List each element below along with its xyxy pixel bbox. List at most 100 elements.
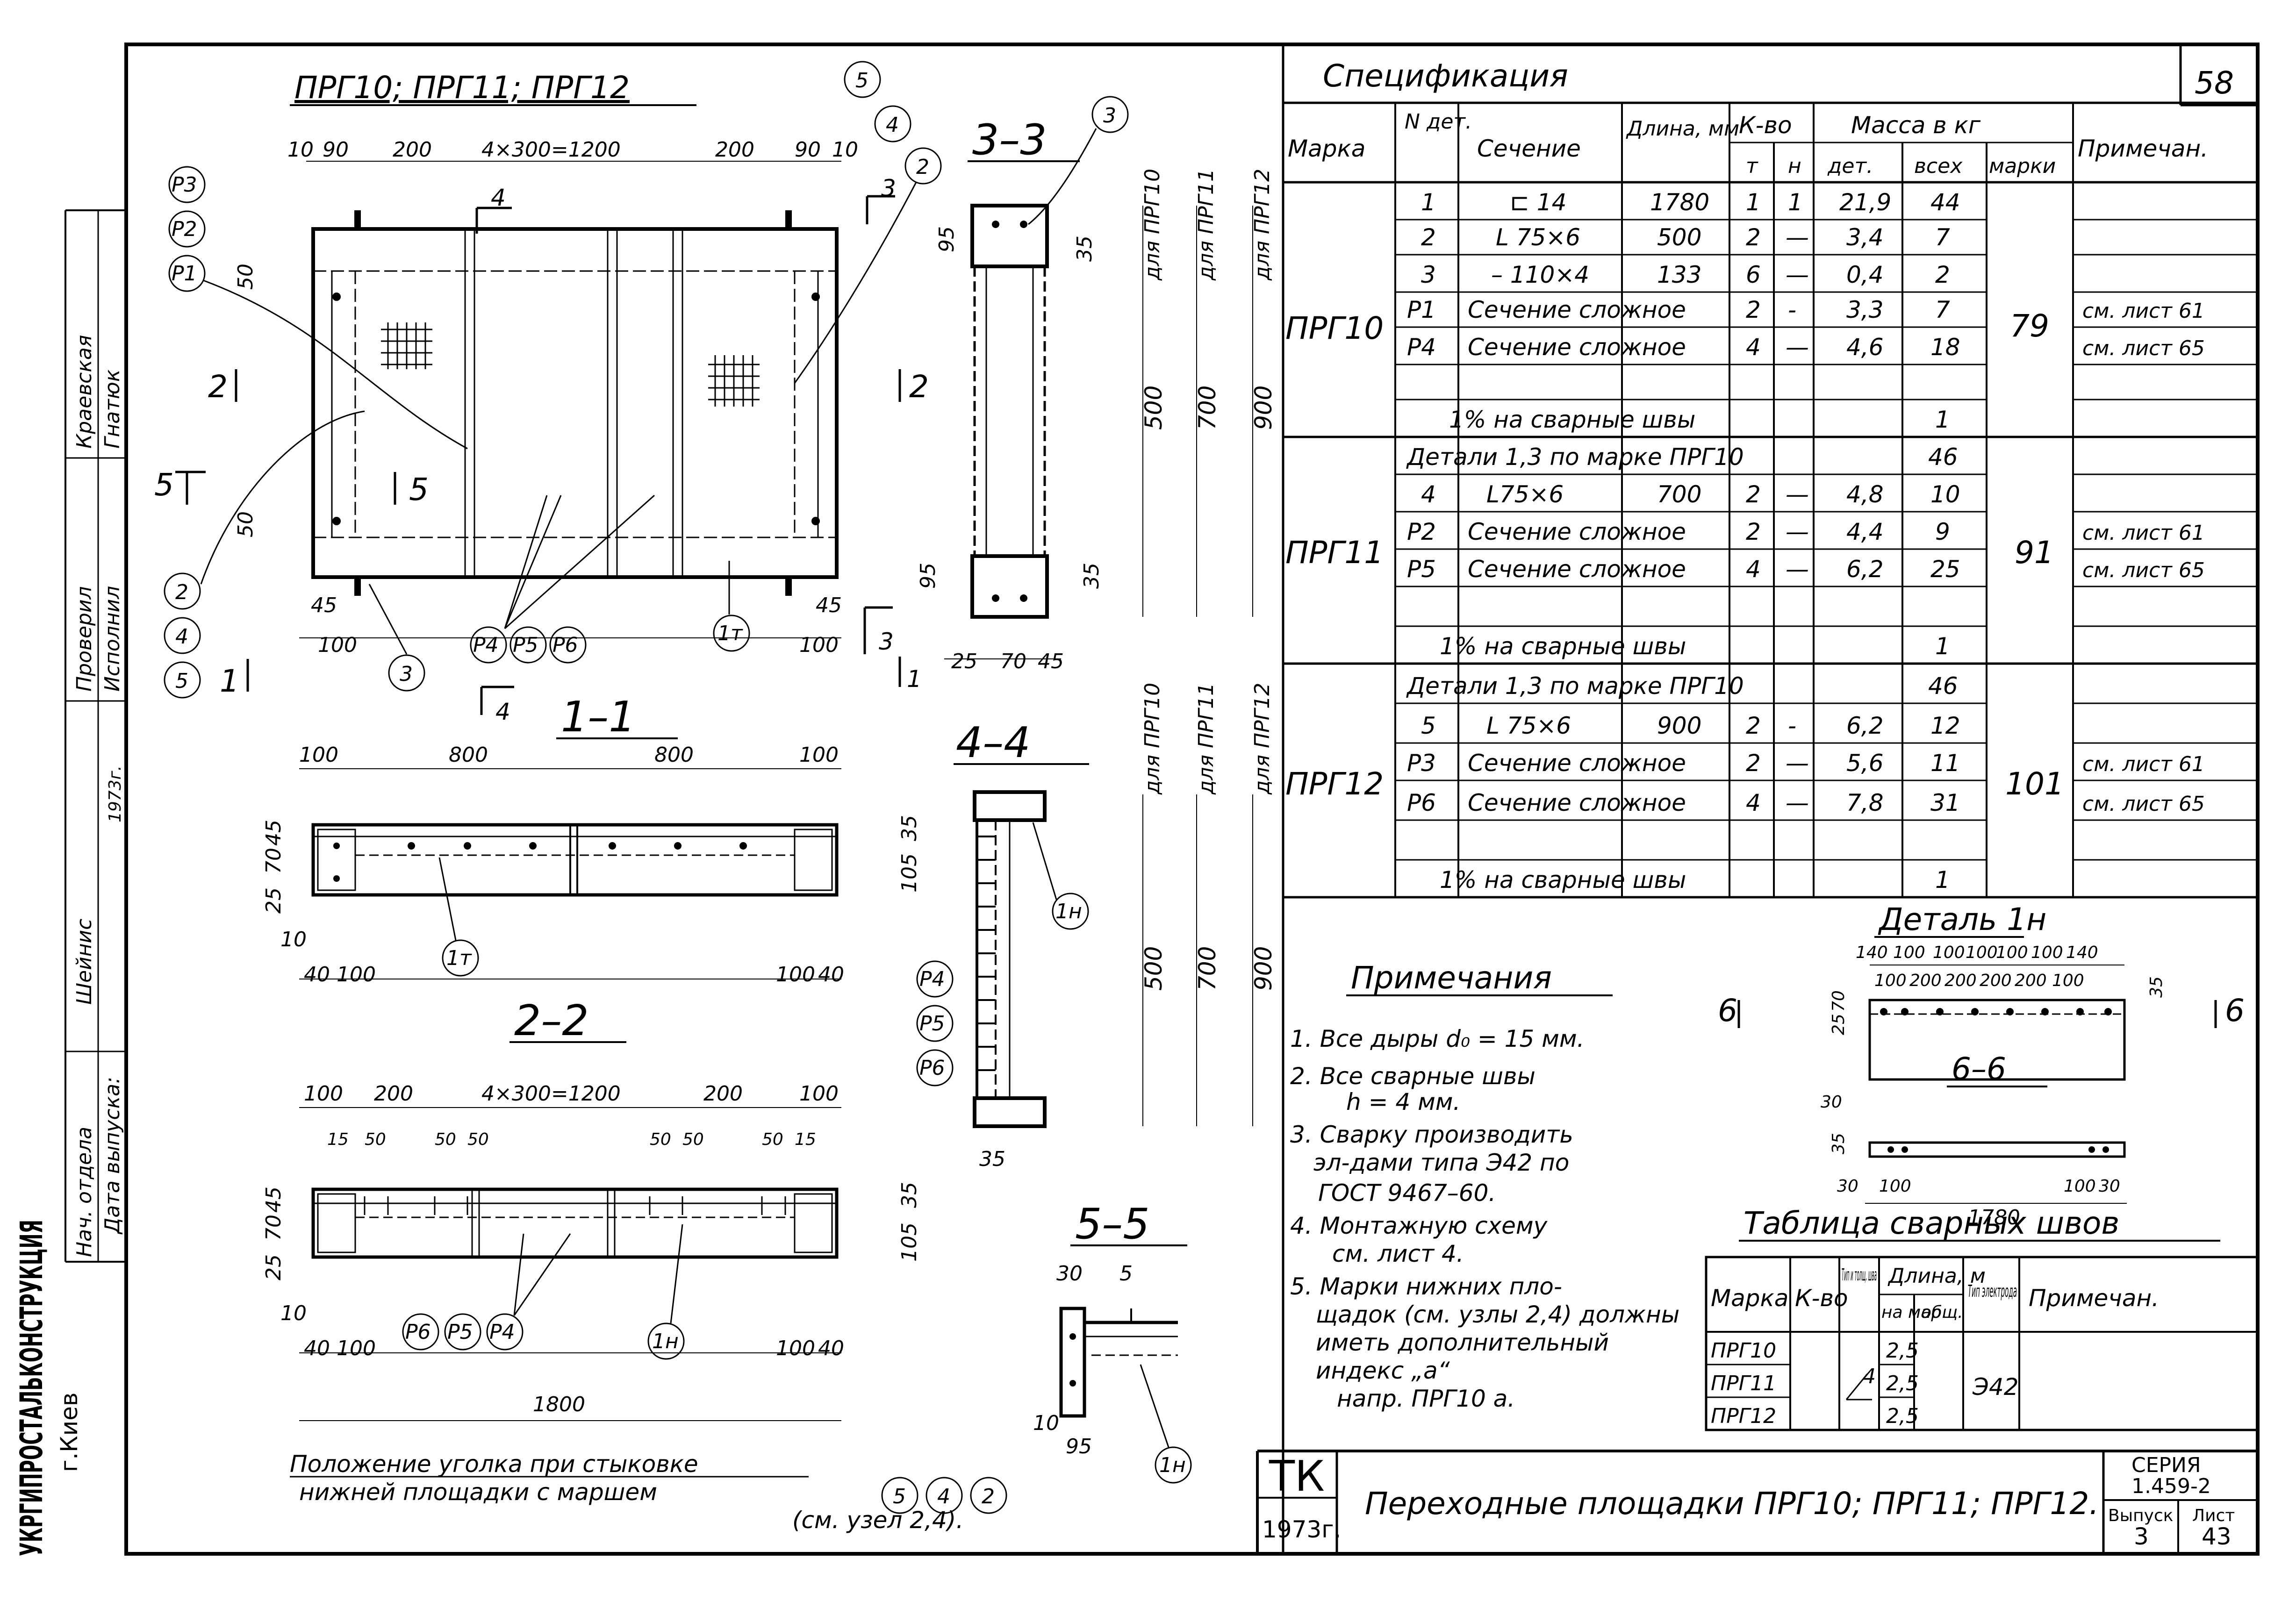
- svg-text:К-во: К-во: [1795, 1285, 1848, 1312]
- svg-text:ПРГ11: ПРГ11: [1711, 1372, 1776, 1395]
- svg-text:4,4: 4,4: [1846, 518, 1884, 545]
- svg-text:ПРГ11: ПРГ11: [1285, 535, 1384, 571]
- svg-text:100: 100: [776, 963, 815, 986]
- spec-title: Спецификация: [1323, 58, 1568, 94]
- svg-text:1.459-2: 1.459-2: [2131, 1474, 2211, 1498]
- svg-text:900: 900: [1657, 712, 1701, 739]
- svg-text:(см. узел 2,4).: (см. узел 2,4).: [792, 1507, 963, 1534]
- svg-text:45: 45: [1038, 650, 1064, 673]
- svg-text:Р2: Р2: [172, 217, 197, 241]
- svg-text:1: 1: [1788, 189, 1803, 216]
- stamp-role-executed: Исполнил: [100, 586, 124, 692]
- svg-text:70: 70: [1829, 990, 1848, 1012]
- svg-text:50: 50: [234, 264, 258, 290]
- svg-text:-: -: [1788, 296, 1796, 323]
- svg-text:Длина, м: Длина, м: [1887, 1264, 1986, 1288]
- svg-text:4: 4: [1746, 334, 1761, 361]
- svg-text:90: 90: [795, 138, 821, 162]
- svg-text:1: 1: [1935, 866, 1950, 893]
- svg-text:2: 2: [1746, 518, 1761, 545]
- svg-text:10: 10: [280, 1301, 307, 1325]
- section-1-1-title: 1–1: [561, 693, 636, 742]
- svg-text:Сечение сложное: Сечение сложное: [1468, 296, 1686, 323]
- svg-text:Масса в кг: Масса в кг: [1851, 112, 1981, 139]
- svg-text:см. лист 61: см. лист 61: [2082, 299, 2205, 323]
- stamp-year: 1973г.: [106, 765, 125, 822]
- svg-text:100: 100: [1966, 943, 1998, 962]
- svg-text:35: 35: [897, 1182, 921, 1208]
- svg-text:500: 500: [1657, 224, 1701, 251]
- svg-text:2: 2: [1746, 750, 1761, 777]
- svg-text:100: 100: [799, 1082, 839, 1106]
- svg-text:Выпуск: Выпуск: [2108, 1506, 2174, 1525]
- svg-text:1: 1: [1746, 189, 1761, 216]
- svg-text:Р2: Р2: [1407, 518, 1436, 545]
- svg-text:9: 9: [1935, 518, 1950, 545]
- svg-text:44: 44: [1930, 189, 1960, 216]
- svg-text:ПРГ12: ПРГ12: [1285, 766, 1384, 802]
- svg-text:1: 1: [1935, 406, 1950, 433]
- svg-text:50: 50: [435, 1130, 456, 1149]
- svg-text:200: 200: [1909, 971, 1942, 990]
- svg-text:Р4: Р4: [473, 633, 499, 657]
- angle-note: Положение уголка при стыковке нижней пло…: [290, 1451, 1007, 1534]
- svg-text:1т: 1т: [718, 622, 743, 645]
- svg-text:для ПРГ10: для ПРГ10: [1141, 683, 1164, 795]
- org-code: ТК: [1269, 1452, 1325, 1501]
- svg-text:800: 800: [654, 743, 694, 767]
- svg-text:Р5: Р5: [1407, 556, 1436, 583]
- svg-text:5: 5: [154, 467, 174, 503]
- svg-text:5: 5: [1421, 712, 1436, 739]
- svg-text:50: 50: [234, 511, 258, 537]
- stamp-city: г.Киев: [56, 1393, 83, 1472]
- svg-text:Примечан.: Примечан.: [2029, 1285, 2159, 1312]
- svg-text:⊏ 14: ⊏ 14: [1510, 189, 1566, 216]
- svg-text:Марка: Марка: [1711, 1285, 1788, 1312]
- svg-text:46: 46: [1928, 443, 1958, 471]
- svg-text:6: 6: [1746, 261, 1761, 288]
- detail-section-title: 6–6: [1952, 1051, 2006, 1087]
- svg-text:35: 35: [979, 1147, 1005, 1171]
- svg-text:100: 100: [1874, 971, 1907, 990]
- svg-text:2: 2: [982, 1485, 995, 1508]
- svg-text:см. лист 65: см. лист 65: [2082, 336, 2205, 360]
- svg-text:Детали 1,3 по марке ПРГ10: Детали 1,3 по марке ПРГ10: [1406, 672, 1744, 700]
- sheet-title: Переходные площадки ПРГ10; ПРГ11; ПРГ12.: [1365, 1486, 2099, 1522]
- svg-text:7,8: 7,8: [1846, 789, 1884, 816]
- svg-text:ПРГ10: ПРГ10: [1711, 1339, 1776, 1363]
- svg-text:35: 35: [1073, 236, 1097, 262]
- svg-text:50: 50: [682, 1130, 704, 1149]
- svg-text:15: 15: [327, 1130, 349, 1149]
- svg-text:Р3: Р3: [1407, 750, 1436, 777]
- svg-text:50: 50: [467, 1130, 489, 1149]
- section-3-3-title: 3–3: [972, 115, 1047, 164]
- svg-text:1н: 1н: [652, 1329, 679, 1353]
- svg-text:100: 100: [799, 743, 839, 767]
- svg-text:200: 200: [1980, 971, 2012, 990]
- svg-text:1. Все дыры d₀ = 15 мм.: 1. Все дыры d₀ = 15 мм.: [1290, 1025, 1585, 1052]
- svg-text:общ.: общ.: [1921, 1303, 1963, 1322]
- svg-text:31: 31: [1930, 789, 1960, 816]
- svg-text:5: 5: [175, 669, 188, 693]
- svg-text:700: 700: [1657, 481, 1701, 508]
- svg-text:200: 200: [703, 1082, 743, 1106]
- svg-text:индекс „а“: индекс „а“: [1316, 1357, 1450, 1384]
- svg-text:на мар.: на мар.: [1881, 1303, 1947, 1322]
- svg-text:91: 91: [2015, 535, 2054, 571]
- svg-text:5: 5: [409, 472, 429, 507]
- svg-text:200: 200: [374, 1082, 413, 1106]
- title-year: 1973г.: [1262, 1516, 1341, 1543]
- svg-text:3: 3: [881, 175, 896, 202]
- svg-text:10: 10: [1930, 481, 1960, 508]
- section-5-5: 5–5 30 5 10 95 1н: [1033, 1200, 1192, 1484]
- svg-text:2: 2: [1746, 224, 1761, 251]
- svg-text:7: 7: [1935, 224, 1950, 251]
- svg-text:—: —: [1786, 261, 1809, 288]
- svg-text:1800: 1800: [533, 1393, 585, 1416]
- svg-text:Марка: Марка: [1288, 135, 1365, 162]
- svg-text:для ПРГ10: для ПРГ10: [1141, 169, 1164, 281]
- section-2-2-title: 2–2: [514, 996, 589, 1045]
- svg-text:щадок (см. узлы 2,4) должны: щадок (см. узлы 2,4) должны: [1316, 1301, 1679, 1328]
- svg-text:см. лист 65: см. лист 65: [2082, 558, 2205, 582]
- svg-text:иметь дополнительный: иметь дополнительный: [1316, 1329, 1609, 1356]
